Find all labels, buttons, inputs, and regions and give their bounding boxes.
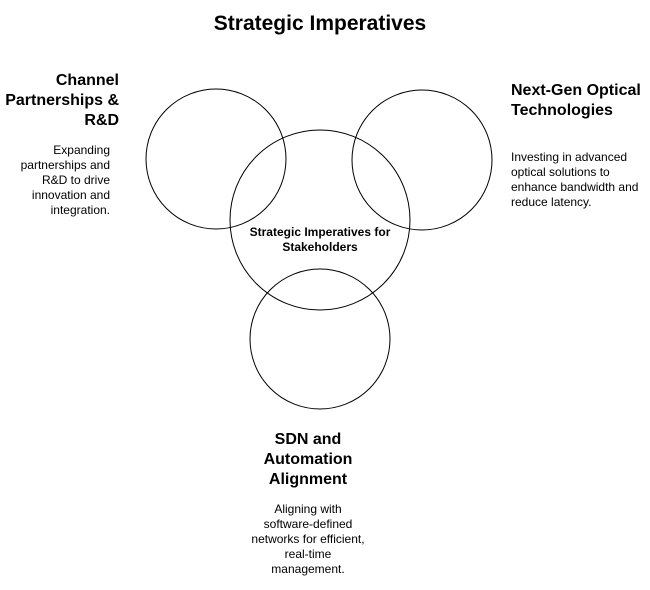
diagram-title: Strategic Imperatives — [213, 12, 427, 35]
center-label: Strategic Imperatives for Stakeholders — [249, 225, 391, 254]
next-gen-optical-description: Investing in advanced optical solutions … — [511, 150, 639, 209]
next-gen-optical-heading: Next-Gen Optical Technologies — [511, 82, 641, 119]
circle-sdn-automation — [249, 268, 391, 410]
channel-partnerships-description: Expanding partnerships and R&D to drive … — [20, 143, 110, 217]
circle-next-gen-optical — [351, 89, 493, 231]
sdn-automation-description: Aligning with software-defined networks … — [251, 502, 365, 576]
channel-partnerships-heading: Channel Partnerships & R&D — [5, 72, 119, 129]
sdn-automation-heading: SDN and Automation Alignment — [263, 431, 353, 488]
circle-channel-partnerships — [145, 88, 287, 230]
circle-center-stakeholders — [229, 129, 411, 311]
